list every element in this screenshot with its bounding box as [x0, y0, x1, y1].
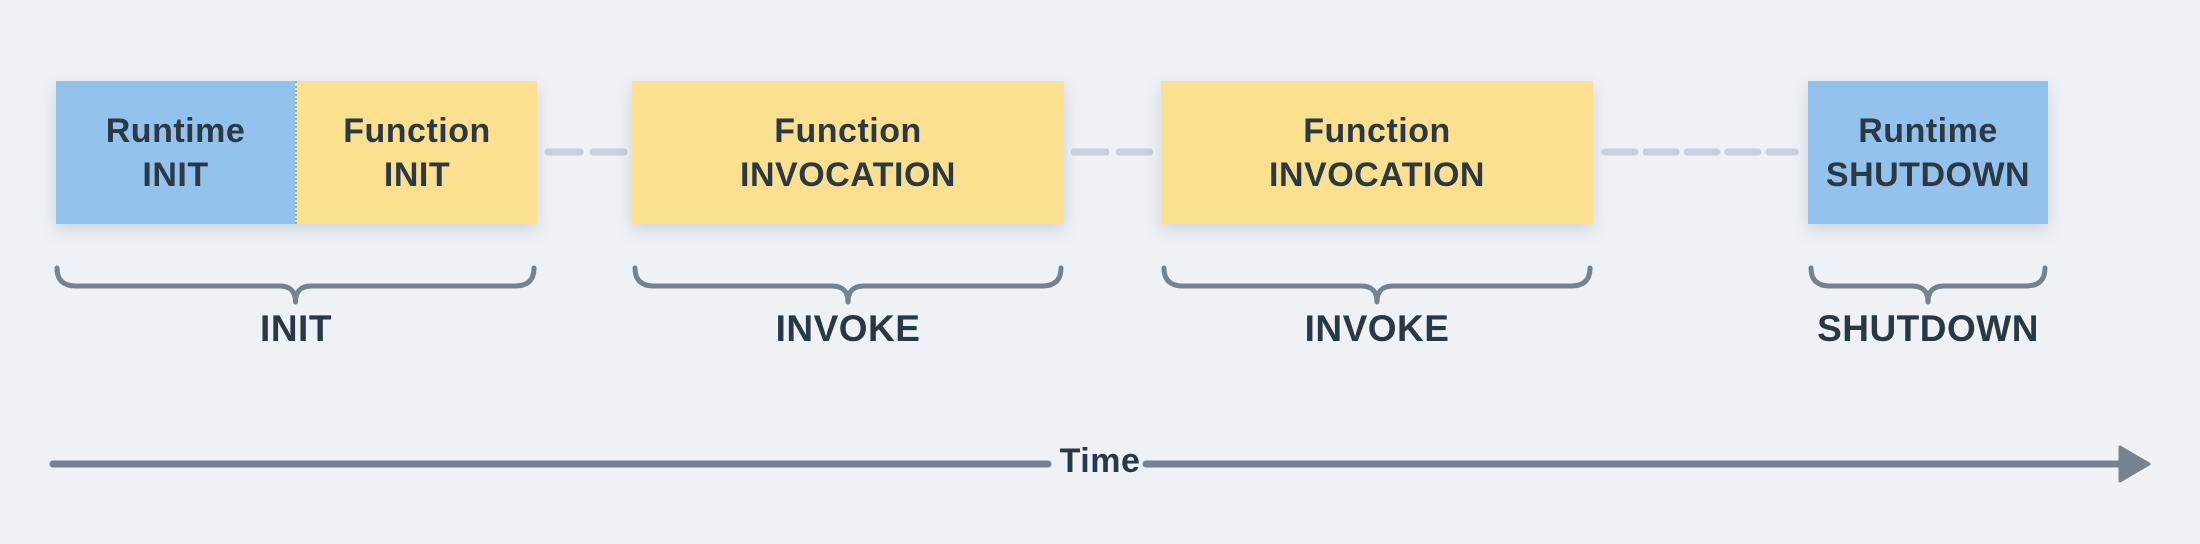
runtime-init-block: Runtime INIT: [56, 81, 295, 224]
shutdown-phase-label: SHUTDOWN: [1817, 308, 2039, 349]
runtime-shutdown-line1: Runtime: [1858, 111, 1998, 150]
runtime-shutdown-block: Runtime SHUTDOWN: [1808, 81, 2048, 224]
runtime-shutdown-line2: SHUTDOWN: [1825, 155, 2031, 194]
function-invocation-2-line2: INVOCATION: [1269, 155, 1485, 194]
dashed-connector-3: [1601, 148, 1799, 156]
function-invocation-block-2: Function INVOCATION: [1161, 81, 1593, 224]
shutdown-brace: [1808, 265, 2048, 305]
init-phase-label: INIT: [260, 308, 332, 349]
time-axis-arrow: [49, 445, 2151, 483]
function-init-line2: INIT: [383, 155, 451, 194]
function-invocation-block-1: Function INVOCATION: [632, 81, 1064, 224]
dashed-connector-1: [544, 148, 628, 156]
invoke-phase-label-1: INVOKE: [775, 308, 921, 349]
invoke-brace-2: [1161, 265, 1593, 305]
function-invocation-1-line2: INVOCATION: [740, 155, 956, 194]
dashed-connector-2: [1070, 148, 1154, 156]
init-block-group: Runtime INIT Function INIT: [56, 81, 537, 224]
runtime-init-line2: INIT: [142, 155, 209, 194]
invoke-phase-label-2: INVOKE: [1304, 308, 1450, 349]
time-axis-label: Time: [1059, 442, 1141, 480]
function-invocation-1-line1: Function: [774, 111, 922, 150]
init-brace: [54, 265, 537, 305]
invoke-brace-1: [632, 265, 1064, 305]
runtime-init-line1: Runtime: [105, 111, 246, 150]
function-init-line1: Function: [343, 111, 491, 150]
function-init-block: Function INIT: [295, 81, 537, 224]
function-invocation-2-line1: Function: [1303, 111, 1451, 150]
